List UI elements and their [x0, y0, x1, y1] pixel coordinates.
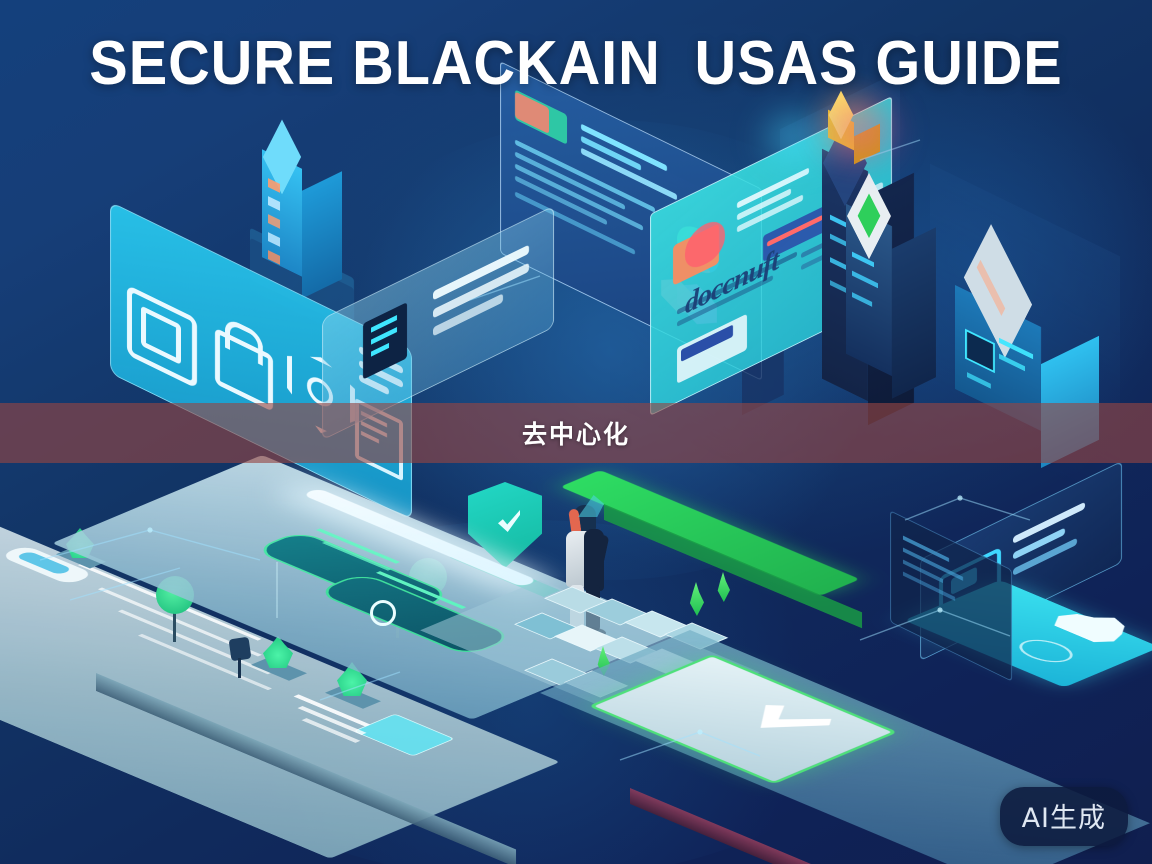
record-icon	[363, 302, 407, 380]
page-title: SECURE BLACKAIN USAS GUIDE	[89, 29, 1063, 98]
center-banner: 去中心化	[0, 403, 1152, 463]
planter-2	[251, 636, 307, 681]
ai-generated-badge: AI生成	[999, 787, 1128, 846]
pedestrian-figure	[228, 636, 252, 678]
banner-label: 去中心化	[521, 420, 630, 449]
sprout-1	[689, 582, 704, 616]
planter-3	[325, 662, 381, 709]
clock-icon	[370, 600, 396, 626]
sprout-2	[717, 572, 730, 602]
